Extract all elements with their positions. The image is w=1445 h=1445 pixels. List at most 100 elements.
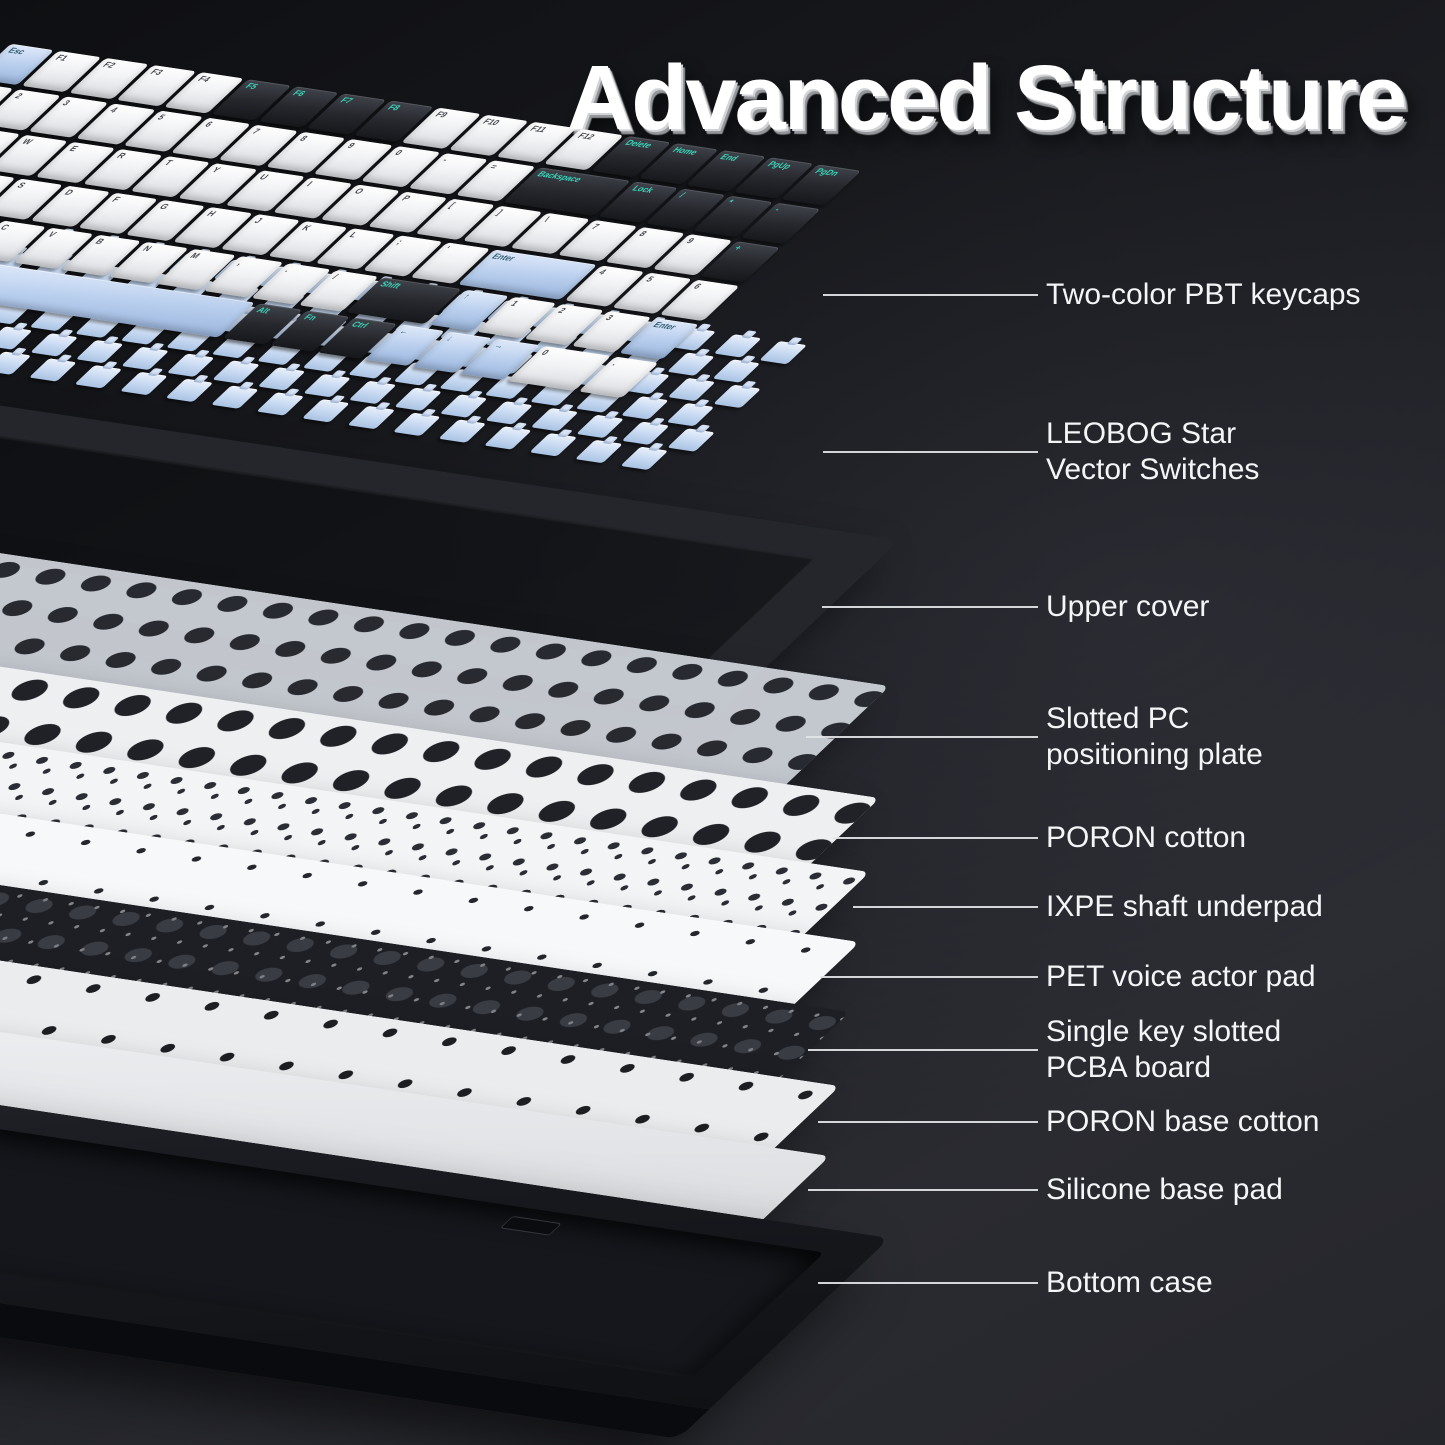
keycap-legend: F8 — [385, 102, 403, 113]
switch — [165, 378, 214, 403]
callout-label: Single key slotted PCBA board — [1046, 1015, 1282, 1084]
switch — [28, 358, 77, 382]
keycap-legend: 8 — [297, 134, 310, 143]
switch — [576, 414, 625, 439]
leader-line — [822, 606, 1038, 608]
keycap-legend: [ — [446, 201, 458, 210]
keycap-legend: B — [92, 237, 107, 246]
keycap-legend: / — [677, 191, 688, 200]
keycap-legend: I — [304, 179, 315, 189]
switch — [348, 380, 397, 405]
leader-line — [808, 1049, 1038, 1051]
keycap-legend: C — [0, 222, 12, 232]
keycap-legend: PgUp — [765, 159, 795, 171]
keycap-legend: U — [256, 172, 271, 182]
keycap-legend: G — [156, 202, 172, 212]
callout-label: PORON base cotton — [1046, 1105, 1320, 1138]
keycap-legend: F9 — [432, 110, 451, 120]
keycap-legend: ↓ — [443, 334, 457, 343]
switch — [392, 412, 441, 437]
keycap-legend: 3 — [603, 313, 616, 322]
switch — [666, 402, 715, 427]
keycap-legend: - — [439, 155, 451, 164]
leader-line — [853, 906, 1038, 908]
keycap-legend: E — [66, 144, 81, 154]
leader-line — [823, 451, 1038, 453]
switch — [439, 394, 488, 418]
leader-line — [833, 837, 1038, 839]
switch — [301, 399, 350, 423]
callout-label: PORON cotton — [1046, 821, 1247, 854]
keycap-legend: W — [19, 137, 36, 147]
keycap-legend: 9 — [684, 236, 697, 246]
leader-line — [820, 976, 1038, 978]
keycap-legend: / — [330, 272, 341, 281]
keycap-legend: 9 — [344, 141, 358, 150]
keycap-legend: 0 — [392, 148, 405, 158]
keycap-legend: - — [772, 205, 783, 214]
switch — [485, 401, 534, 425]
leader-line — [818, 1282, 1038, 1284]
keycap-legend: 7 — [249, 127, 263, 136]
keycap-legend: 2 — [12, 91, 26, 101]
keycap-legend: Shift — [377, 279, 404, 291]
keycap-legend: ↑ — [460, 292, 473, 301]
keycap-legend: F2 — [100, 60, 118, 70]
keycap-legend: M — [187, 251, 203, 261]
keycap-legend: H — [204, 209, 219, 219]
keycap-legend: = — [487, 162, 501, 172]
keycap-legend: 7 — [589, 222, 602, 231]
keycap-legend: Y — [209, 165, 223, 175]
switch — [256, 392, 305, 416]
keycap-legend: → — [491, 341, 508, 351]
leader-line — [806, 736, 1038, 738]
keycap-legend: S — [14, 181, 29, 190]
keycap-legend: Fn — [301, 312, 320, 323]
keycap-legend: Lock — [629, 183, 657, 195]
keycap-legend: PgDn — [812, 166, 842, 178]
keycap-legend: \ — [541, 215, 553, 224]
callout-label: Bottom case — [1046, 1266, 1213, 1299]
switch — [0, 351, 32, 375]
keycap-legend: , — [235, 258, 246, 267]
page-title: Advanced Structure — [566, 47, 1407, 149]
switch — [530, 407, 579, 432]
keycap-legend: 6 — [202, 120, 216, 129]
keycap-legend: ] — [494, 208, 506, 217]
keycap-legend: F10 — [480, 117, 503, 128]
callout-label: Two-color PBT keycaps — [1046, 278, 1361, 311]
switch — [712, 359, 761, 383]
keycap-legend: 1 — [508, 299, 521, 308]
leader-line — [808, 1189, 1038, 1191]
keycap-legend: F6 — [290, 88, 308, 99]
switch — [0, 326, 33, 350]
keycap-legend: Enter — [489, 251, 518, 263]
switch — [121, 346, 170, 371]
switch — [257, 367, 306, 391]
leader-line — [818, 1121, 1038, 1123]
callout-label: Slotted PC positioning plate — [1046, 702, 1263, 771]
keycap-legend: T — [161, 158, 175, 168]
keycap-legend: Ctrl — [348, 319, 371, 330]
keycap-legend: O — [351, 186, 367, 196]
keycap-legend: F11 — [527, 124, 550, 135]
switch — [166, 353, 215, 377]
keycap-legend: ; — [394, 237, 406, 247]
callout-label: LEOBOG Star Vector Switches — [1046, 417, 1260, 486]
keycap-legend: F4 — [195, 74, 213, 84]
switch — [620, 446, 669, 471]
switch — [303, 373, 352, 398]
callout-label: PET voice actor pad — [1046, 960, 1316, 993]
switch — [212, 360, 261, 384]
keycap-legend: 0 — [538, 348, 552, 357]
keycap-legend: Home — [670, 145, 701, 157]
keycap-legend: * — [724, 198, 736, 207]
switch — [483, 426, 532, 450]
switch — [75, 339, 124, 364]
callout-label: Silicone base pad — [1046, 1173, 1283, 1206]
keycap-legend: J — [251, 216, 265, 226]
keycap-legend: Backspace — [534, 169, 585, 184]
switch — [119, 371, 168, 396]
keycap-legend: . — [610, 358, 621, 368]
keycap-legend: R — [114, 151, 129, 161]
